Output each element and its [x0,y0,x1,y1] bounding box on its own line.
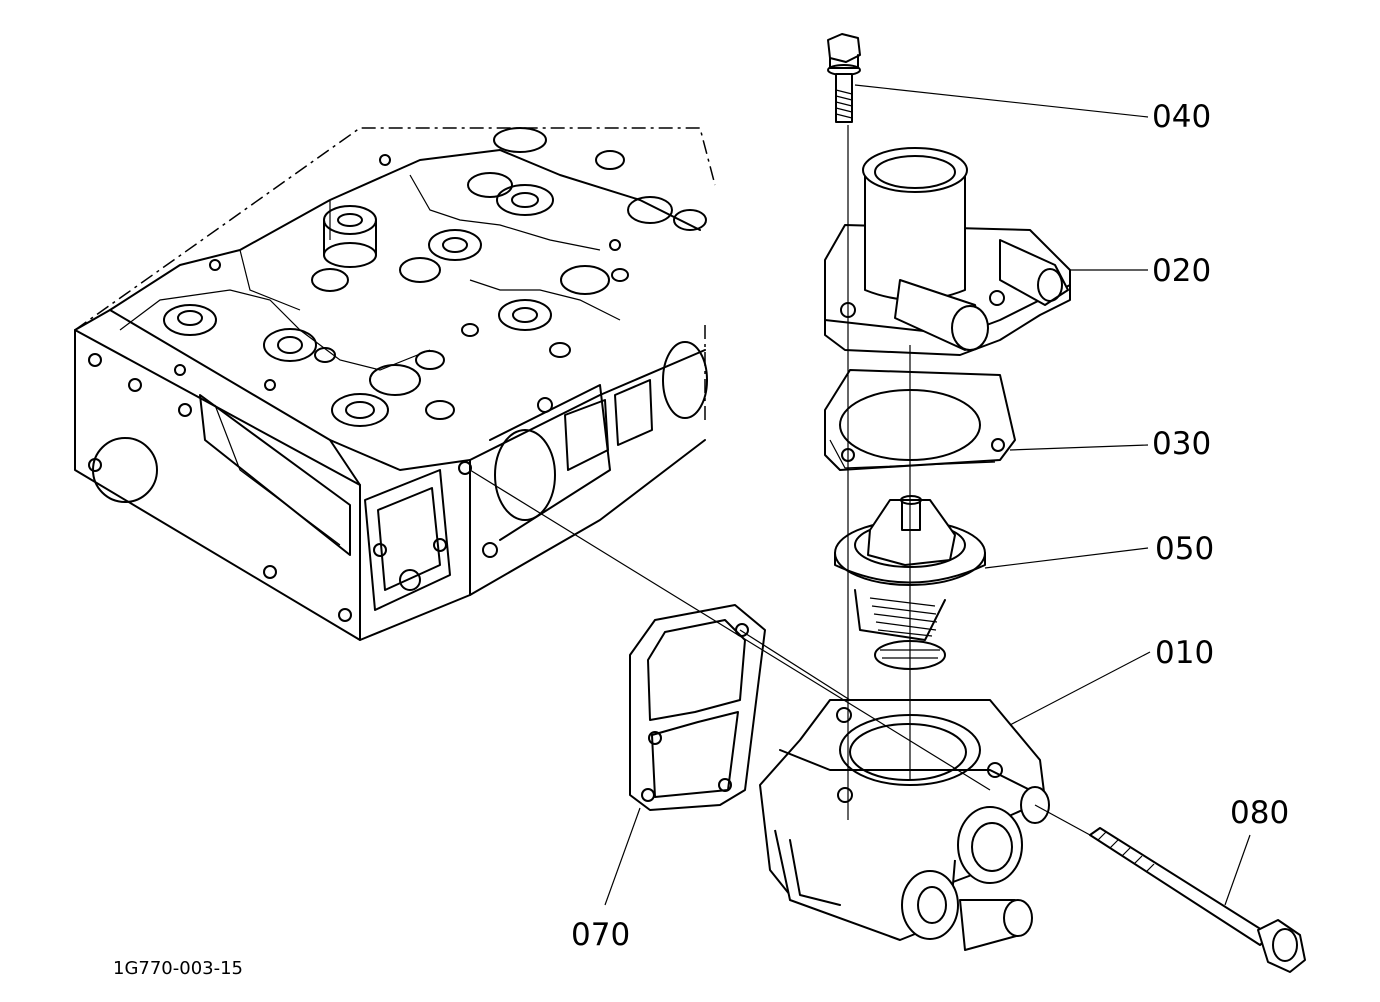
callout-020: 020 [1152,253,1211,289]
callout-050: 050 [1155,531,1214,567]
callout-040: 040 [1152,99,1211,135]
part-020-thermostat-cover [824,147,1071,356]
callout-070: 070 [571,917,630,953]
valve-bosses [163,127,707,427]
part-030-gasket [824,369,1016,471]
part-040-bolt [827,33,861,123]
callout-010: 010 [1155,635,1214,671]
part-070-gasket [629,604,766,811]
callout-080: 080 [1230,795,1289,831]
callout-030: 030 [1152,426,1211,462]
part-080-bolt [1089,827,1306,973]
assembly-lines [469,125,1091,836]
thermostat-spring [869,597,938,637]
leader-lines [604,84,1251,906]
drawing-id: 1G770-003-15 [113,958,243,979]
part-010-thermostat-housing [759,699,1050,951]
cylinder-head-drawing [74,127,716,641]
